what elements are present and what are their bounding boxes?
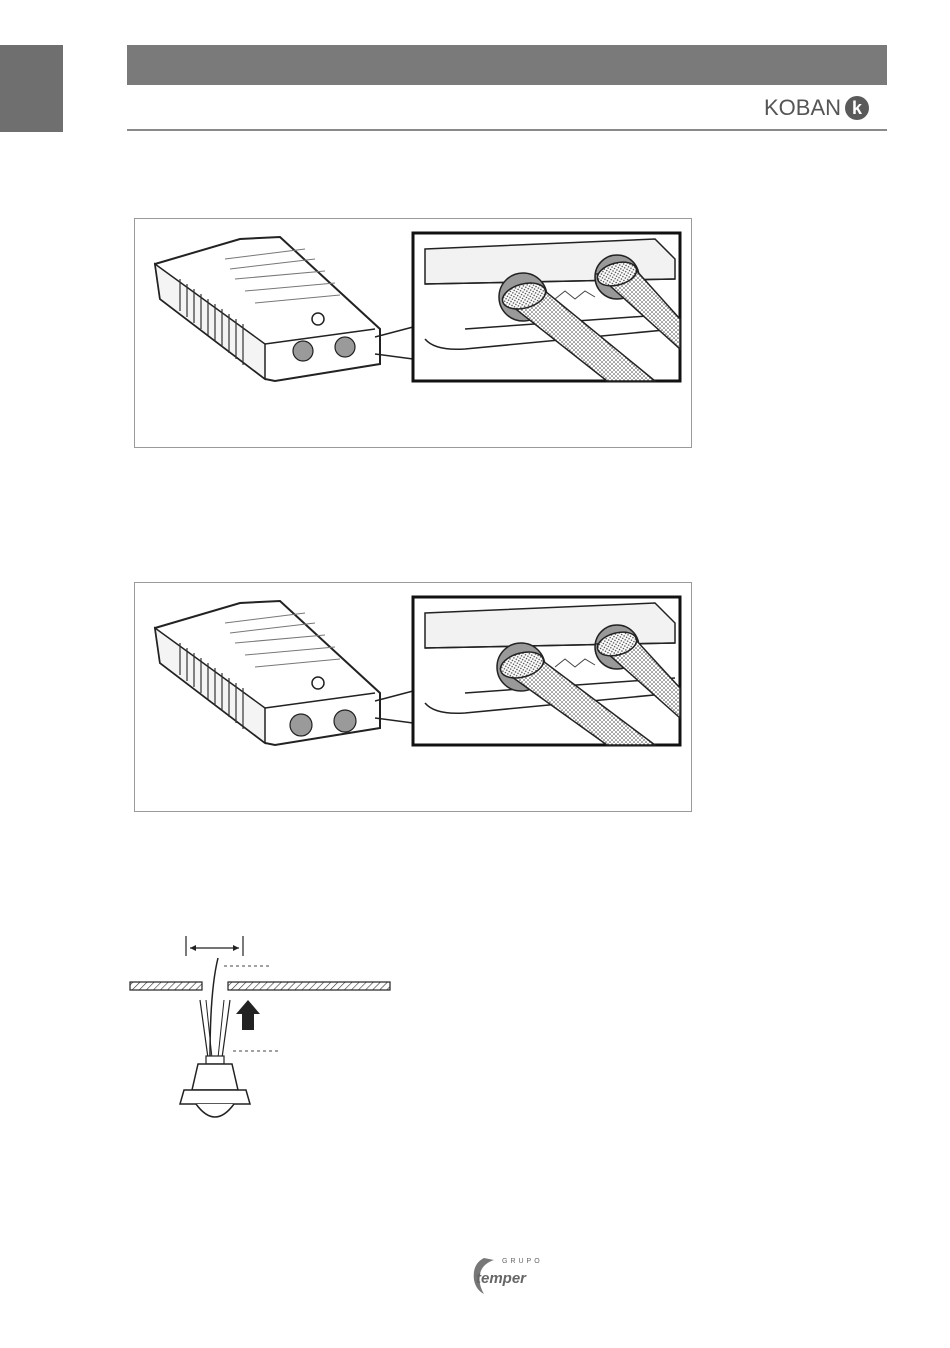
koban-logo: KOBAN k [764, 92, 869, 124]
header-rule [127, 129, 887, 131]
driver-illustration-2 [135, 583, 693, 813]
arrow-up-icon [236, 1000, 260, 1030]
ceiling-mounting-diagram [128, 930, 398, 1130]
driver-illustration-1 [135, 219, 693, 449]
header-bar [127, 45, 887, 85]
brand-text: KOBAN [764, 95, 841, 121]
connector-detail-figure-1 [134, 218, 692, 448]
brand-mark-icon: k [845, 96, 869, 120]
connector-detail-figure-2 [134, 582, 692, 812]
footer-logo-top: GRUPO [502, 1258, 543, 1265]
side-tab [0, 45, 63, 132]
footer-logo-main: temper [476, 1270, 526, 1287]
